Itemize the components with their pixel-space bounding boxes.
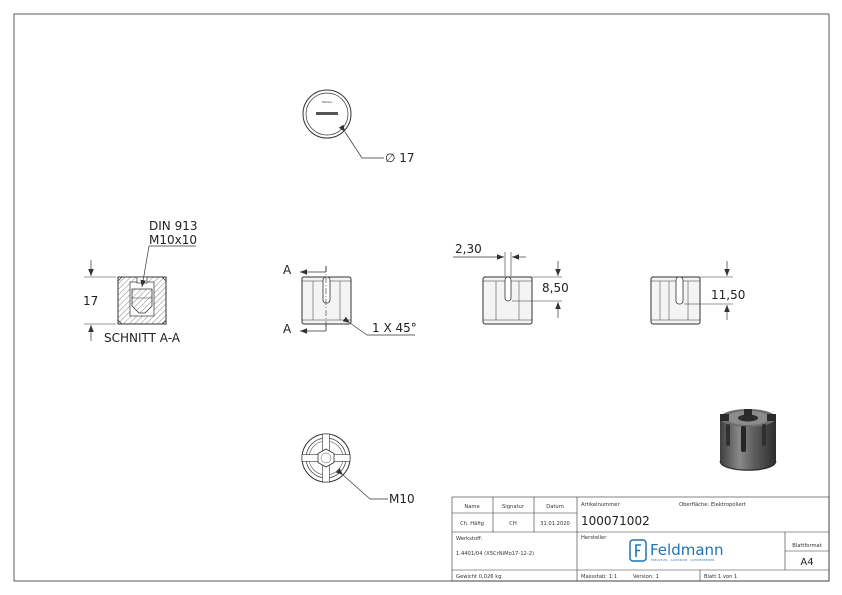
top-view: feldmann ∅ 17 bbox=[302, 89, 415, 165]
logo-tagline: EDELSTAHL · ALUMINIUM · SCHMIEDEEISEN bbox=[651, 558, 714, 562]
section-view: DIN 913 M10x10 17 SCHNITT A-A bbox=[83, 219, 197, 345]
bottom-view: M10 bbox=[301, 433, 415, 506]
header-datum: Datum bbox=[546, 504, 564, 510]
blatt: Blatt 1 von 1 bbox=[704, 574, 737, 580]
logo-text: Feldmann bbox=[650, 541, 724, 559]
werkstoff-label: Werkstoff: bbox=[456, 536, 483, 542]
top-view-marking: feldmann bbox=[322, 101, 333, 104]
side-depth-label: 11,50 bbox=[711, 288, 745, 302]
iso-render bbox=[719, 409, 777, 471]
thread-label: M10 bbox=[389, 492, 415, 506]
side-view: 11,50 bbox=[650, 261, 745, 325]
section-caption: SCHNITT A-A bbox=[104, 331, 181, 345]
oberflaeche: Oberfläche: Elektropoliert bbox=[679, 502, 746, 508]
hersteller-label: Hersteller bbox=[581, 535, 607, 541]
artikelnummer-label: Artikelnummer bbox=[581, 502, 620, 508]
title-block-text: Name Signatur Datum Ch. Häfig CH 31.01.2… bbox=[456, 502, 822, 580]
grub-screw bbox=[131, 288, 153, 314]
slot-depth-label: 8,50 bbox=[542, 281, 569, 295]
chamfer-label: 1 X 45° bbox=[372, 321, 417, 335]
gewicht: Gewicht 0,026 kg bbox=[456, 574, 502, 580]
value-signatur: CH bbox=[509, 521, 517, 527]
front-view: A A 1 X 45° bbox=[283, 263, 417, 336]
section-arrow-label-top: A bbox=[283, 263, 292, 277]
section-height-label: 17 bbox=[83, 294, 98, 308]
blattformat-value: A4 bbox=[800, 557, 813, 568]
slot-view: 2,30 8,50 bbox=[453, 242, 569, 325]
title-block bbox=[451, 496, 830, 582]
header-name: Name bbox=[464, 504, 479, 510]
header-signatur: Signatur bbox=[502, 504, 525, 510]
diameter-label: ∅ 17 bbox=[385, 151, 415, 165]
hex-socket bbox=[317, 448, 335, 468]
sheet-border bbox=[13, 13, 830, 582]
value-datum: 31.01.2020 bbox=[540, 521, 570, 527]
section-arrow-label-bottom: A bbox=[283, 322, 292, 336]
din-callout-line2: M10x10 bbox=[149, 233, 197, 247]
slot-width-label: 2,30 bbox=[455, 242, 482, 256]
side-slot bbox=[675, 276, 684, 305]
value-name: Ch. Häfig bbox=[460, 521, 484, 527]
feldmann-logo: Feldmann EDELSTAHL · ALUMINIUM · SCHMIED… bbox=[629, 539, 724, 562]
din-callout-line1: DIN 913 bbox=[149, 219, 197, 233]
werkstoff-value: 1.4401/04 (X5CrNiMo17-12-2) bbox=[456, 551, 534, 557]
blattformat-label: Blattformat bbox=[792, 543, 822, 549]
version: Version: 1 bbox=[633, 574, 659, 580]
massstab: Massstab: 1:1 bbox=[581, 574, 617, 580]
artikelnummer: 100071002 bbox=[581, 514, 650, 528]
front-slot bbox=[322, 276, 331, 304]
slot bbox=[504, 276, 512, 302]
